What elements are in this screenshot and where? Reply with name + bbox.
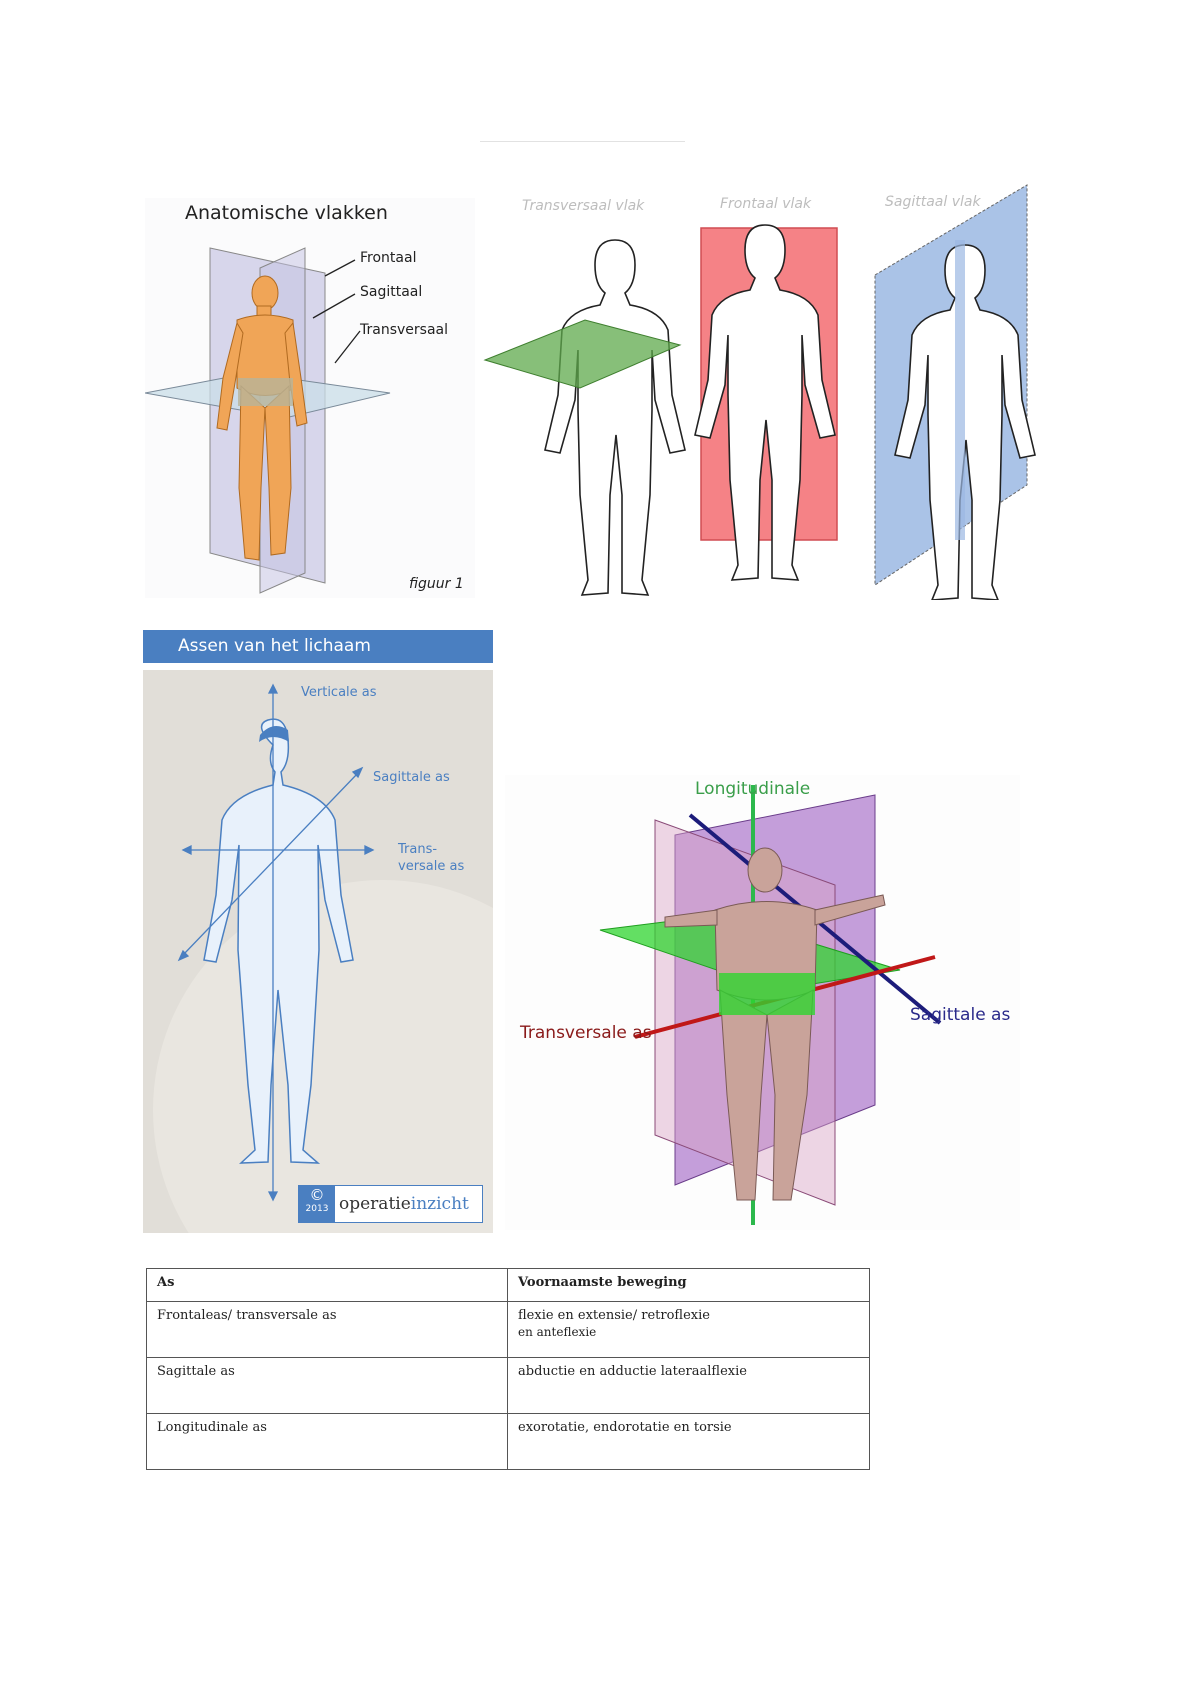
movement-text: flexie en extensie/ retroflexie: [518, 1308, 710, 1323]
logo-wordmark: operatieinzicht: [339, 1194, 469, 1214]
table-cell-movement: flexie en extensie/ retroflexie en antef…: [507, 1301, 870, 1358]
plane-diagrams: [483, 184, 1036, 600]
anatomical-planes-illustration: [145, 247, 391, 594]
operatie-inzicht-logo: © 2013 operatieinzicht: [298, 1185, 483, 1223]
title-frontal-plane: Frontaal vlak: [720, 196, 812, 212]
table-header-row: As Voornaamste beweging: [146, 1268, 870, 1302]
label-longitudinale: Longitudinale: [695, 779, 811, 799]
label-sagittale-as-3d: Sagittale as: [910, 1005, 1011, 1025]
table-row: Frontaleas/ transversale as flexie en ex…: [146, 1301, 870, 1358]
table-cell-axis: Frontaleas/ transversale as: [146, 1301, 508, 1358]
top-rule: [480, 141, 685, 142]
label-versale-as: versale as: [398, 859, 465, 874]
logo-year: 2013: [305, 1204, 329, 1214]
body-outline-1: [544, 239, 686, 596]
figure-3d-axes: Longitudinale Transversale as Sagittale …: [505, 775, 1020, 1230]
figure-caption: figuur 1: [409, 576, 464, 592]
logo-brand-bold: operatie: [339, 1194, 411, 1214]
figure-title: Anatomische vlakken: [185, 202, 388, 224]
axes-panel: Verticale as Sagittale as Trans- versale…: [143, 670, 493, 1233]
label-transversaal: Transversaal: [360, 322, 448, 338]
movement-text-line2: en anteflexie: [518, 1325, 597, 1339]
axes-movements-table: As Voornaamste beweging Frontaleas/ tran…: [146, 1268, 870, 1470]
table-cell-movement: abductie en adductie lateraalflexie: [507, 1357, 870, 1414]
label-sagittale-as: Sagittale as: [373, 770, 450, 785]
logo-brand-light: inzicht: [410, 1194, 469, 1214]
axes-illustration: [153, 683, 493, 1233]
label-trans: Trans-: [398, 842, 438, 857]
table-row: Longitudinale as exorotatie, endorotatie…: [146, 1413, 870, 1470]
figure-anatomical-planes: Anatomische vlakken Frontaal Sagittaal T…: [145, 198, 475, 598]
title-transversal-plane: Transversaal vlak: [522, 198, 645, 214]
table-row: Sagittale as abductie en adductie latera…: [146, 1357, 870, 1414]
table-header-beweging: Voornaamste beweging: [507, 1268, 870, 1302]
label-transversale-as: Transversale as: [520, 1023, 652, 1043]
copyright-badge: © 2013: [299, 1186, 335, 1222]
label-verticale-as: Verticale as: [301, 685, 377, 700]
table-cell-axis: Longitudinale as: [146, 1413, 508, 1470]
table-cell-axis: Sagittale as: [146, 1357, 508, 1414]
label-sagittaal: Sagittaal: [360, 284, 423, 300]
table-header-as: As: [146, 1268, 508, 1302]
axes-3d-illustration: [599, 785, 942, 1225]
axes-header: Assen van het lichaam: [143, 630, 493, 663]
label-frontaal: Frontaal: [360, 250, 417, 266]
title-sagittal-plane: Sagittaal vlak: [885, 194, 981, 210]
table-cell-movement: exorotatie, endorotatie en torsie: [507, 1413, 870, 1470]
